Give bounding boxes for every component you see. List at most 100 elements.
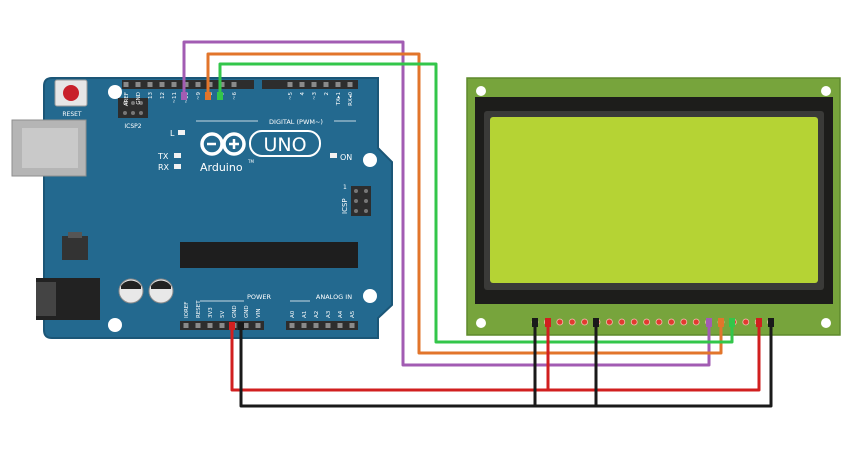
digital-pin-label: RX◂0 bbox=[348, 92, 354, 106]
lcd-pin bbox=[692, 318, 700, 326]
digital-pin-label: ~6 bbox=[232, 92, 238, 101]
power-pin-label: 3V3 bbox=[208, 307, 214, 318]
power-pin-label: GND bbox=[244, 305, 250, 318]
power-pin-hole bbox=[255, 323, 261, 328]
analog-pin-hole bbox=[325, 323, 331, 328]
power-pin-hole bbox=[183, 323, 189, 328]
digital-pin-hole bbox=[219, 82, 225, 87]
led-tx bbox=[174, 153, 181, 158]
lcd-mounting-hole bbox=[476, 318, 486, 328]
digital-pin-hole bbox=[159, 82, 165, 87]
digital-pin-hole bbox=[183, 82, 189, 87]
analog-pin-label: A1 bbox=[302, 311, 308, 318]
wire-tip-purple bbox=[706, 318, 712, 327]
digital-pin-label: 4 bbox=[300, 92, 306, 96]
digital-pin-hole bbox=[195, 82, 201, 87]
wire-green bbox=[218, 62, 734, 344]
analog-pin-label: A2 bbox=[314, 311, 320, 318]
wire-tip-purple bbox=[181, 92, 187, 100]
digital-pin-label: ~9 bbox=[196, 92, 202, 101]
wire-tip-green bbox=[729, 318, 735, 327]
icsp2-label: ICSP2 bbox=[124, 123, 141, 130]
arduino-pcb bbox=[43, 77, 393, 339]
digital-pin-label: ~11 bbox=[172, 92, 178, 104]
wire-tip-black bbox=[593, 318, 599, 327]
wire-tip-black bbox=[238, 322, 244, 330]
led-rx bbox=[174, 164, 181, 169]
icsp-header bbox=[351, 186, 371, 216]
usb-connector-inner bbox=[22, 128, 78, 168]
graphic-lcd-module bbox=[466, 77, 841, 336]
digital-pin-hole bbox=[287, 82, 293, 87]
analog-pin-hole bbox=[301, 323, 307, 328]
lcd-pin bbox=[643, 318, 650, 326]
digital-pin-label: 12 bbox=[160, 92, 166, 99]
digital-pin-hole bbox=[135, 82, 141, 87]
power-label: POWER bbox=[247, 293, 272, 301]
analog-pin-label: A0 bbox=[290, 310, 296, 318]
power-pin-hole bbox=[207, 323, 213, 328]
lcd-pin bbox=[668, 318, 675, 326]
analog-pin-hole bbox=[337, 323, 343, 328]
reset-button-cap[interactable] bbox=[63, 85, 79, 101]
mounting-hole bbox=[363, 289, 377, 303]
capacitor-mark bbox=[121, 280, 141, 289]
atmega-chip bbox=[180, 242, 358, 268]
wire-tip-green bbox=[217, 92, 223, 100]
lcd-pin bbox=[630, 318, 638, 326]
lcd-pin bbox=[742, 318, 750, 326]
analog-pin-label: A3 bbox=[326, 310, 332, 318]
icsp-pin1-label: 1 bbox=[343, 184, 347, 191]
digital-pin-hole bbox=[323, 82, 329, 87]
lcd-pin bbox=[655, 318, 663, 326]
voltage-regulator bbox=[62, 236, 88, 260]
voltage-regulator-tab bbox=[68, 232, 82, 238]
icsp2-header bbox=[118, 98, 148, 118]
capacitor-mark bbox=[151, 280, 171, 289]
digital-pin-hole bbox=[147, 82, 153, 87]
logo-tm: TM bbox=[247, 159, 254, 164]
lcd-pin bbox=[680, 318, 688, 326]
led-on bbox=[330, 153, 337, 158]
mounting-hole bbox=[108, 318, 122, 332]
digital-pin-hole bbox=[335, 82, 341, 87]
wire-black bbox=[239, 323, 773, 408]
arduino-uno-board: RESET ICSP2 AREFGND1312~11~10~987~6~54~3… bbox=[11, 77, 393, 339]
led-rx-label: RX bbox=[158, 163, 170, 172]
icsp-label: ICSP bbox=[341, 198, 349, 214]
analog-pin-holes bbox=[289, 323, 355, 328]
lcd-pin bbox=[606, 318, 613, 326]
lcd-pin bbox=[618, 318, 626, 326]
lcd-mounting-hole bbox=[476, 86, 486, 96]
wire-red bbox=[230, 323, 761, 392]
analog-pin-labels: A0 A1 A2 A3 A4 A5 bbox=[290, 310, 356, 318]
wire-tip-black bbox=[768, 318, 774, 327]
logo-uno: UNO bbox=[263, 134, 306, 156]
digital-label: DIGITAL (PWM~) bbox=[269, 118, 323, 126]
analog-pin-label: A4 bbox=[338, 310, 344, 318]
analog-pin-label: A5 bbox=[350, 310, 356, 318]
arduino-logo: UNO Arduino TM bbox=[200, 130, 321, 174]
lcd-pin bbox=[556, 318, 564, 326]
power-pin-hole bbox=[243, 323, 249, 328]
digital-pin-label: TX▸1 bbox=[336, 92, 342, 106]
mounting-hole bbox=[108, 85, 122, 99]
digital-pin-holes bbox=[123, 82, 353, 87]
lcd-pin bbox=[568, 318, 576, 326]
wire-tip-orange bbox=[718, 318, 724, 327]
power-pin-label: VIN bbox=[256, 309, 262, 319]
digital-pin-hole bbox=[347, 82, 353, 87]
lcd-mounting-hole bbox=[821, 86, 831, 96]
digital-pin-label: AREF bbox=[124, 92, 130, 106]
analog-header bbox=[286, 321, 358, 330]
led-l bbox=[178, 130, 185, 135]
logo-brand: Arduino bbox=[200, 161, 243, 174]
analog-pin-hole bbox=[349, 323, 355, 328]
analog-pin-hole bbox=[313, 323, 319, 328]
digital-pin-hole bbox=[207, 82, 213, 87]
led-l-label: L bbox=[170, 129, 175, 138]
digital-pin-label: 2 bbox=[324, 92, 330, 96]
